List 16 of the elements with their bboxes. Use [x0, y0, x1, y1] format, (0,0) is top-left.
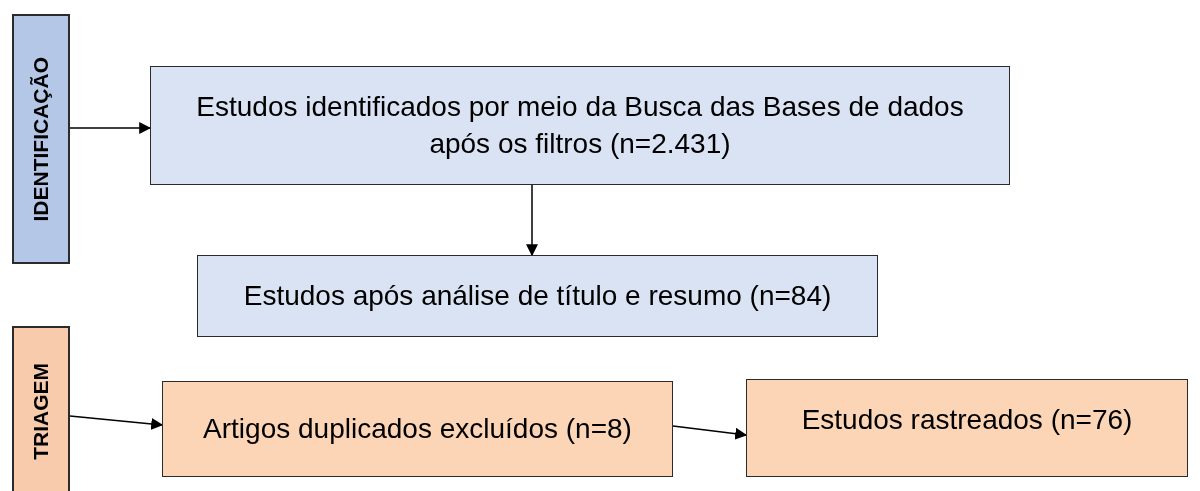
- box-text: Estudos após análise de título e resumo (n=84): [243, 278, 832, 313]
- stage-label: TRIAGEM: [29, 362, 53, 460]
- arrow: [526, 184, 538, 257]
- process-box: [197, 255, 878, 337]
- process-box: [150, 66, 1010, 185]
- arrow: [672, 425, 748, 440]
- process-box: [162, 381, 673, 477]
- box-text: Estudos identificados por meio da Busca das Bases de dados após os filtros (n=2.431): [195, 90, 965, 161]
- box-text: Artigos duplicados excluídos (n=8): [203, 411, 632, 446]
- stage-band: [12, 14, 70, 264]
- arrow: [69, 122, 152, 134]
- stage-label: IDENTIFICAÇÃO: [29, 56, 53, 222]
- arrow: [69, 415, 164, 430]
- process-box: [746, 379, 1188, 477]
- box-text: Estudos rastreados (n=76): [801, 403, 1133, 437]
- stage-band: [12, 326, 70, 491]
